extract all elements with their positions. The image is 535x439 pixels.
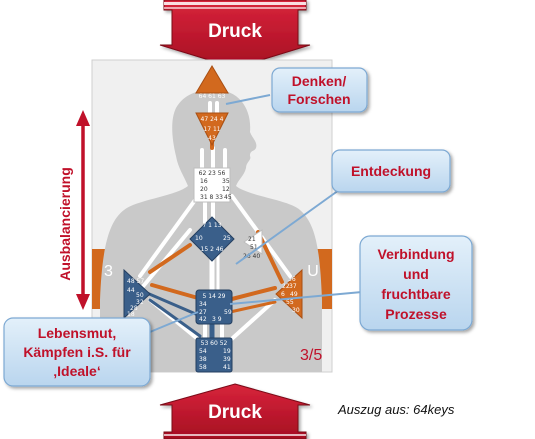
gate-label: 41 (223, 364, 231, 371)
head-center (195, 65, 229, 94)
centers (123, 65, 303, 373)
callout-entdeckung: Entdeckung (331, 149, 451, 193)
callout-verbindung-line4: Prozesse (385, 306, 447, 322)
gate-label: 16 (200, 178, 208, 185)
gate-label: 6 (281, 291, 285, 298)
balance-double-arrow (76, 110, 90, 310)
gate-label: 35 (222, 178, 230, 185)
callout-lebensmut: Lebensmut, Kämpfen i.S. für ‚Ideale‘ (3, 317, 151, 387)
callout-verbindung-line1: Verbindung (378, 246, 455, 262)
gate-label: 21 (248, 236, 256, 243)
spleen-center (123, 268, 151, 320)
callout-lebensmut-line3: ‚Ideale‘ (53, 363, 100, 379)
profile-right-letter: U (307, 263, 319, 280)
gate-label: 51 (250, 244, 258, 251)
ajna-center (195, 112, 229, 147)
bottom-arrow-label: Druck (208, 402, 262, 423)
callout-denken-line1: Denken/ (292, 73, 347, 89)
gate-label: 12 (222, 186, 230, 193)
gate-label: 44 (127, 287, 135, 294)
gate-label: 31 8 33 (200, 194, 223, 201)
balance-label: Ausbalancierung (57, 167, 73, 281)
top-pressure-arrow (159, 0, 311, 69)
gate-label: 53 60 52 (201, 340, 228, 347)
gate-label: 3 9 (212, 316, 222, 323)
bottom-pressure-arrow (159, 383, 311, 439)
gate-label: 37 (289, 283, 297, 290)
gate-label: 20 (200, 186, 208, 193)
gate-label: 54 (199, 348, 207, 355)
g-center (189, 216, 235, 262)
gate-label: 50 (136, 292, 144, 299)
source-note: Auszug aus: 64keys (337, 402, 455, 417)
gate-label: 58 (199, 364, 207, 371)
callout-denken: Denken/ Forschen (271, 67, 368, 113)
gate-label: 26 40 (243, 253, 260, 260)
profile-left-number: 3 (104, 263, 113, 280)
callout-connectors (149, 94, 363, 333)
gate-label: 49 (290, 291, 298, 298)
gate-label: 5 14 29 (203, 293, 226, 300)
gate-label: 34 (199, 301, 207, 308)
top-arrow-label: Druck (208, 21, 262, 42)
callout-verbindung: Verbindung und fruchtbare Prozesse (359, 235, 473, 331)
gate-label: 17 11 (203, 126, 220, 133)
gate-label: 43 (208, 135, 216, 142)
sacral-center (195, 289, 233, 325)
solar-plexus-center (275, 268, 303, 320)
gate-label: 47 24 4 (201, 116, 224, 123)
gate-label: 38 (199, 356, 207, 363)
callout-lebensmut-line2: Kämpfen i.S. für (23, 344, 131, 360)
callout-entdeckung-text: Entdeckung (351, 163, 431, 179)
callout-denken-line2: Forschen (287, 91, 350, 107)
profile-bottom-value: 3/5 (300, 347, 322, 364)
gate-label: 15 2 46 (201, 246, 224, 253)
gate-label: 18 (127, 311, 135, 318)
gate-label: 27 (199, 309, 207, 316)
gate-label: 22 (282, 283, 290, 290)
gate-label: 10 (195, 235, 203, 242)
gate-label: 64 61 63 (199, 93, 226, 100)
callout-verbindung-line3: fruchtbare (381, 286, 450, 302)
callout-verbindung-line2: und (403, 266, 429, 282)
gate-label: 28 (130, 305, 138, 312)
gate-label: 7 1 13 (202, 222, 221, 229)
gate-label: 45 (224, 194, 232, 201)
gate-label: 19 (223, 348, 231, 355)
throat-center (193, 167, 231, 203)
gate-label: 59 (224, 309, 232, 316)
gate-label: 62 23 56 (199, 170, 226, 177)
gate-numbers: 64 61 63 47 24 4 17 11 43 62 23 56 16 35… (127, 93, 300, 371)
gate-label: 48 57 (127, 278, 144, 285)
callout-lebensmut-line1: Lebensmut, (38, 325, 117, 341)
gate-label: 39 (223, 356, 231, 363)
gate-label: 25 (223, 235, 231, 242)
gate-label: 42 (199, 316, 207, 323)
gate-label: 55 (286, 299, 294, 306)
gate-label: 30 (292, 307, 300, 314)
gate-label: 32 (136, 299, 144, 306)
gate-label: 36 (288, 276, 296, 283)
root-center (195, 337, 233, 373)
